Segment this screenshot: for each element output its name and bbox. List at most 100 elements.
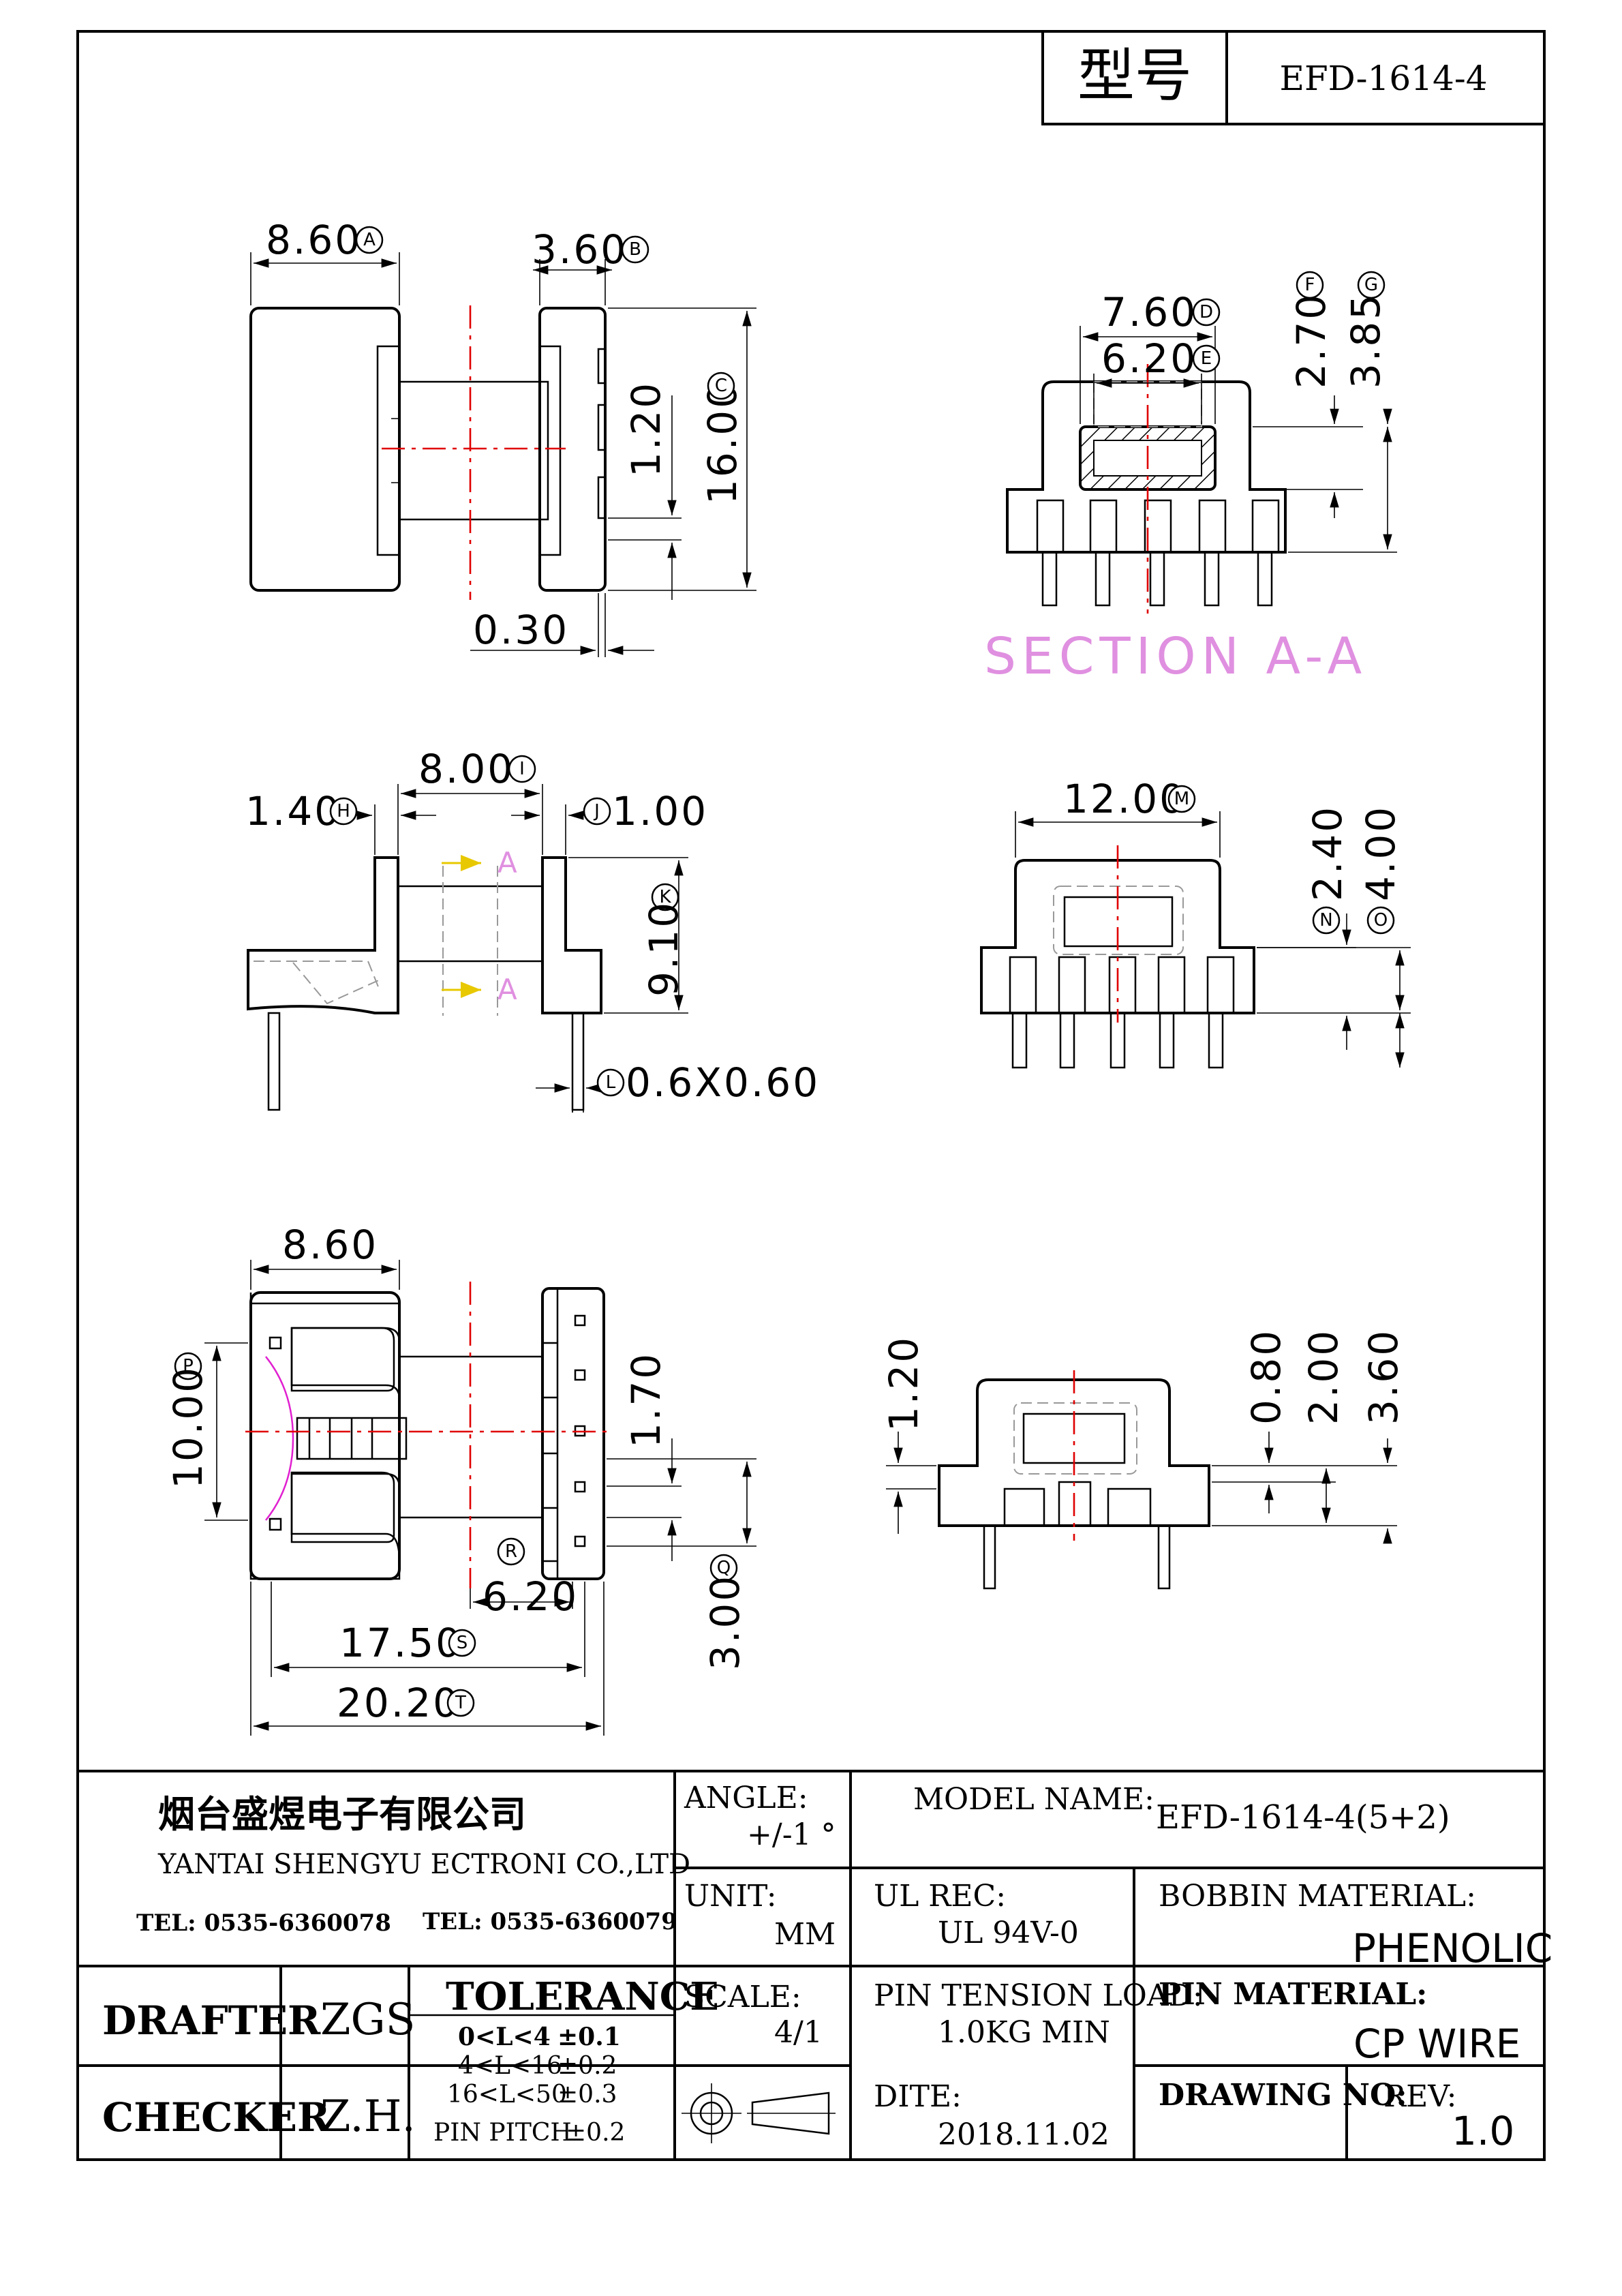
dim-120b-value: 1.20 xyxy=(881,1335,927,1432)
view-side: A A xyxy=(247,784,688,1113)
tolerance-label: TOLERANCE xyxy=(446,1974,719,2019)
drawing-no-label: DRAWING NO: xyxy=(1159,2078,1407,2113)
dim-080-value: 0.80 xyxy=(1243,1329,1289,1425)
model-box: 型号 EFD-1614-4 xyxy=(1041,31,1544,125)
dim-g-value: 3.85 xyxy=(1343,292,1389,389)
dim-j-value: 1.00 xyxy=(612,788,708,834)
pin-tension-value: 1.0KG MIN xyxy=(938,2015,1110,2050)
unit-label: UNIT: xyxy=(684,1879,777,1914)
dim-l-mark: L xyxy=(606,1072,616,1093)
view-bottom xyxy=(204,1260,756,1736)
dim-q-value: 3.00 xyxy=(702,1574,748,1670)
dim-120a-value: 1.20 xyxy=(623,381,669,477)
checker-label: CHECKER xyxy=(102,2094,331,2141)
dim-i-mark: I xyxy=(519,759,525,779)
dim-p-mark: P xyxy=(183,1356,194,1376)
tol-range-0: 0<L<4 xyxy=(458,2023,551,2051)
view-end xyxy=(980,811,1411,1069)
scale-value: 4/1 xyxy=(774,2015,823,2050)
dim-g-mark: G xyxy=(1364,275,1378,295)
dim-l-value: 0.6X0.60 xyxy=(626,1059,820,1106)
section-mark-top: A xyxy=(498,846,517,879)
dim-030-value: 0.30 xyxy=(473,607,569,653)
pin-tension-label: PIN TENSION LOAD: xyxy=(874,1978,1203,2013)
dim-b-value: 3.60 xyxy=(532,226,628,273)
section-aa-label: SECTION A-A xyxy=(984,627,1367,686)
bobbin-material-value: PHENOLIC xyxy=(1352,1925,1552,1972)
tol-range-1: 4<L<16 xyxy=(458,2052,562,2080)
rev-value: 1.0 xyxy=(1452,2108,1514,2154)
checker-value: Z.H. xyxy=(320,2091,416,2142)
dim-i-value: 8.00 xyxy=(418,746,515,792)
tol-value-1: ±0.2 xyxy=(557,2052,617,2080)
pin-material-value: CP WIRE xyxy=(1353,2021,1520,2067)
company-name-cn: 烟台盛煜电子有限公司 xyxy=(158,1792,526,1836)
dim-o-mark: O xyxy=(1374,910,1388,931)
dim-h-mark: H xyxy=(337,801,350,821)
model-name-label: MODEL NAME: xyxy=(913,1782,1154,1817)
dim-e-value: 6.20 xyxy=(1101,335,1197,382)
drafter-value: ZGS xyxy=(320,1995,415,2045)
view-front xyxy=(249,252,756,657)
model-value: EFD-1614-4 xyxy=(1279,59,1487,98)
ul-label: UL REC: xyxy=(874,1879,1006,1914)
dim-s-mark: S xyxy=(457,1633,468,1653)
dim-k-mark: K xyxy=(659,887,671,907)
dim-k-value: 9.10 xyxy=(641,901,687,997)
dim-d-value: 7.60 xyxy=(1101,289,1197,335)
dim-a-mark: A xyxy=(363,230,376,250)
date-label: DITE: xyxy=(874,2079,962,2114)
dim-s-value: 17.50 xyxy=(339,1620,463,1666)
tol-value-3: ±0.2 xyxy=(566,2119,625,2147)
dim-m-mark: M xyxy=(1174,789,1189,809)
dim-f-mark: F xyxy=(1305,275,1315,295)
dim-n-value: 2.40 xyxy=(1304,805,1351,901)
dim-200-value: 2.00 xyxy=(1300,1329,1347,1425)
angle-label: ANGLE: xyxy=(684,1781,808,1815)
dim-p-value: 10.00 xyxy=(165,1365,211,1489)
scale-label: SCALE: xyxy=(684,1980,801,2014)
dim-860-value: 8.60 xyxy=(282,1222,378,1268)
dim-360-value: 3.60 xyxy=(1360,1329,1407,1425)
rev-label: REV: xyxy=(1383,2079,1456,2114)
unit-value: MM xyxy=(774,1917,836,1952)
dim-t-mark: T xyxy=(455,1693,466,1713)
dim-j-mark: J xyxy=(593,801,600,821)
dimension-labels: 8.60 A 3.60 B 16.00 C 1.20 0.30 7.60 D 6… xyxy=(165,217,1407,1726)
tol-range-2: 16<L<50 xyxy=(447,2081,567,2109)
drafter-label: DRAFTER xyxy=(102,1997,321,2044)
date-value: 2018.11.02 xyxy=(938,2117,1110,2152)
tel-1: TEL: 0535-6360078 xyxy=(136,1909,391,1937)
dim-b-mark: B xyxy=(629,239,641,260)
view-section-aa xyxy=(1006,326,1397,614)
dim-h-value: 1.40 xyxy=(245,788,341,834)
tel-2: TEL: 0535-6360079 xyxy=(423,1908,677,1935)
pin-material-label: PIN MATERIAL: xyxy=(1159,1977,1427,2012)
model-label: 型号 xyxy=(1077,42,1192,109)
dim-f-value: 2.70 xyxy=(1288,292,1334,389)
view-bottom-right xyxy=(886,1370,1397,1590)
angle-value: +/-1 ° xyxy=(747,1817,836,1852)
dim-q-mark: Q xyxy=(717,1558,731,1578)
dim-t-value: 20.20 xyxy=(337,1680,460,1726)
dim-o-value: 4.00 xyxy=(1358,805,1404,901)
bobbin-material-label: BOBBIN MATERIAL: xyxy=(1159,1879,1476,1914)
dim-c-value: 16.00 xyxy=(699,381,746,504)
model-name-value: EFD-1614-4(5+2) xyxy=(1156,1798,1450,1837)
dim-170-value: 1.70 xyxy=(623,1352,669,1448)
dim-d-mark: D xyxy=(1199,302,1213,322)
ul-value: UL 94V-0 xyxy=(938,1916,1079,1950)
dim-m-value: 12.00 xyxy=(1063,776,1187,822)
sheet-border xyxy=(76,30,1546,2161)
dim-c-mark: C xyxy=(715,376,727,396)
tol-value-2: ±0.3 xyxy=(557,2081,617,2109)
dim-n-mark: N xyxy=(1319,910,1332,931)
tol-value-0: ±0.1 xyxy=(557,2023,621,2051)
company-name-en: YANTAI SHENGYU ECTRONI CO.,LTD xyxy=(157,1849,690,1880)
dim-r-mark: R xyxy=(505,1541,517,1562)
title-block: 烟台盛煜电子有限公司 YANTAI SHENGYU ECTRONI CO.,LT… xyxy=(78,1770,1552,2160)
tol-range-3: PIN PITCH xyxy=(433,2119,572,2147)
dim-e-mark: E xyxy=(1201,348,1212,369)
section-mark-bottom: A xyxy=(498,973,517,1006)
